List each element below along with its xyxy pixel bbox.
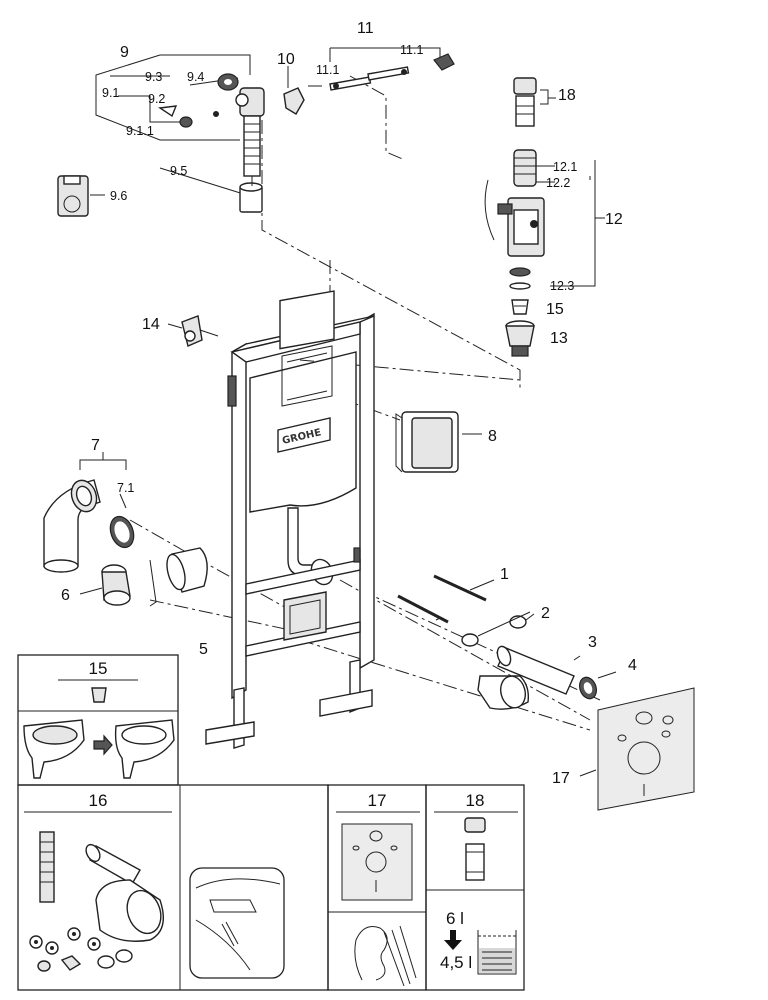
- callout-9-2: 9.2: [148, 92, 165, 106]
- callout-9-6: 9.6: [110, 189, 127, 203]
- callout-9-3: 9.3: [145, 70, 162, 84]
- callout-10: 10: [277, 51, 295, 68]
- bolts-and-pipe: [397, 574, 617, 710]
- cistern-service-opening: [279, 290, 335, 350]
- valve-seal: [179, 116, 193, 128]
- down-arrow-icon: [444, 930, 462, 950]
- panel-18-tube: [465, 843, 485, 881]
- foot-right: [319, 689, 373, 717]
- callout-9-1-1: 9.1.1: [126, 124, 154, 138]
- callout-14: 14: [142, 316, 160, 333]
- callout-7-1: 7.1: [117, 481, 134, 495]
- fill-valve-shaft: [243, 115, 261, 177]
- panel-15-insert: [91, 687, 107, 703]
- tank-icon: [477, 930, 517, 975]
- callout-9-5: 9.5: [170, 164, 187, 178]
- callout-18: 18: [558, 87, 576, 104]
- water-top-value: 6 l: [446, 909, 464, 928]
- callout-7: 7: [91, 437, 100, 454]
- flush-valve-top: [513, 77, 537, 95]
- flush-valve-group: [484, 77, 605, 357]
- callout-6: 6: [61, 587, 70, 604]
- callout-5: 5: [199, 641, 208, 658]
- arrow-icon: [93, 734, 113, 756]
- callout-9: 9: [120, 44, 129, 61]
- panel-16-title: 16: [89, 791, 108, 810]
- waste-support: [283, 591, 327, 641]
- callout-12-3: 12.3: [550, 279, 574, 293]
- callout-17: 17: [552, 770, 570, 787]
- insulation-pad: [597, 687, 695, 811]
- callout-4: 4: [628, 657, 637, 674]
- hose-section-b: [367, 66, 410, 81]
- callout-13: 13: [550, 330, 568, 347]
- callout-12: 12: [605, 211, 623, 228]
- pan-connector-group: [43, 452, 208, 607]
- angle-valve-group: [283, 47, 455, 115]
- callout-15: 15: [546, 301, 564, 318]
- callout-1: 1: [500, 566, 509, 583]
- foot-left: [205, 721, 255, 745]
- flush-valve-seat: [505, 325, 535, 347]
- panel-18-title: 18: [466, 791, 485, 810]
- panel-17-pad: [341, 823, 413, 901]
- brand-plate: [277, 417, 331, 453]
- callout-9-4: 9.4: [187, 70, 204, 84]
- panel-18: [425, 784, 525, 991]
- callout-12-1: 12.1: [553, 160, 577, 174]
- panel-15-title: 15: [89, 659, 108, 678]
- wall-anchor: [167, 315, 219, 347]
- flush-spring: [513, 149, 537, 187]
- water-bottom-value: 4,5 l: [440, 953, 472, 972]
- bowl-closeup: [189, 867, 285, 979]
- callout-11-1-right: 11.1: [400, 43, 423, 57]
- callout-2: 2: [541, 605, 550, 622]
- callout-12-2: 12.2: [546, 176, 570, 190]
- detail-panels: 15 16 17: [17, 654, 525, 991]
- callout-3: 3: [588, 634, 597, 651]
- callout-11: 11: [357, 20, 374, 37]
- flush-valve-tube: [515, 95, 535, 127]
- panel-16-bolt: [39, 831, 55, 903]
- sound-insulation: [579, 687, 695, 811]
- hose-connector: [433, 53, 455, 71]
- callout-11-1-left: 11.1: [316, 63, 339, 77]
- cap-b: [461, 633, 479, 647]
- service-cover: [395, 411, 482, 473]
- callouts: 1 2 3 4 5 6 7 7.1 8 9 9.1 9.1.1 9.2 9.3 …: [61, 20, 637, 787]
- mounting-frame: GROHE: [205, 290, 375, 749]
- callout-9-1: 9.1: [102, 86, 119, 100]
- ear-icon: [354, 926, 388, 981]
- panel-17-title: 17: [368, 791, 387, 810]
- fill-valve-group: [57, 54, 265, 217]
- angle-valve: [283, 87, 305, 115]
- panel-18-top: [464, 817, 486, 833]
- callout-8: 8: [488, 428, 497, 445]
